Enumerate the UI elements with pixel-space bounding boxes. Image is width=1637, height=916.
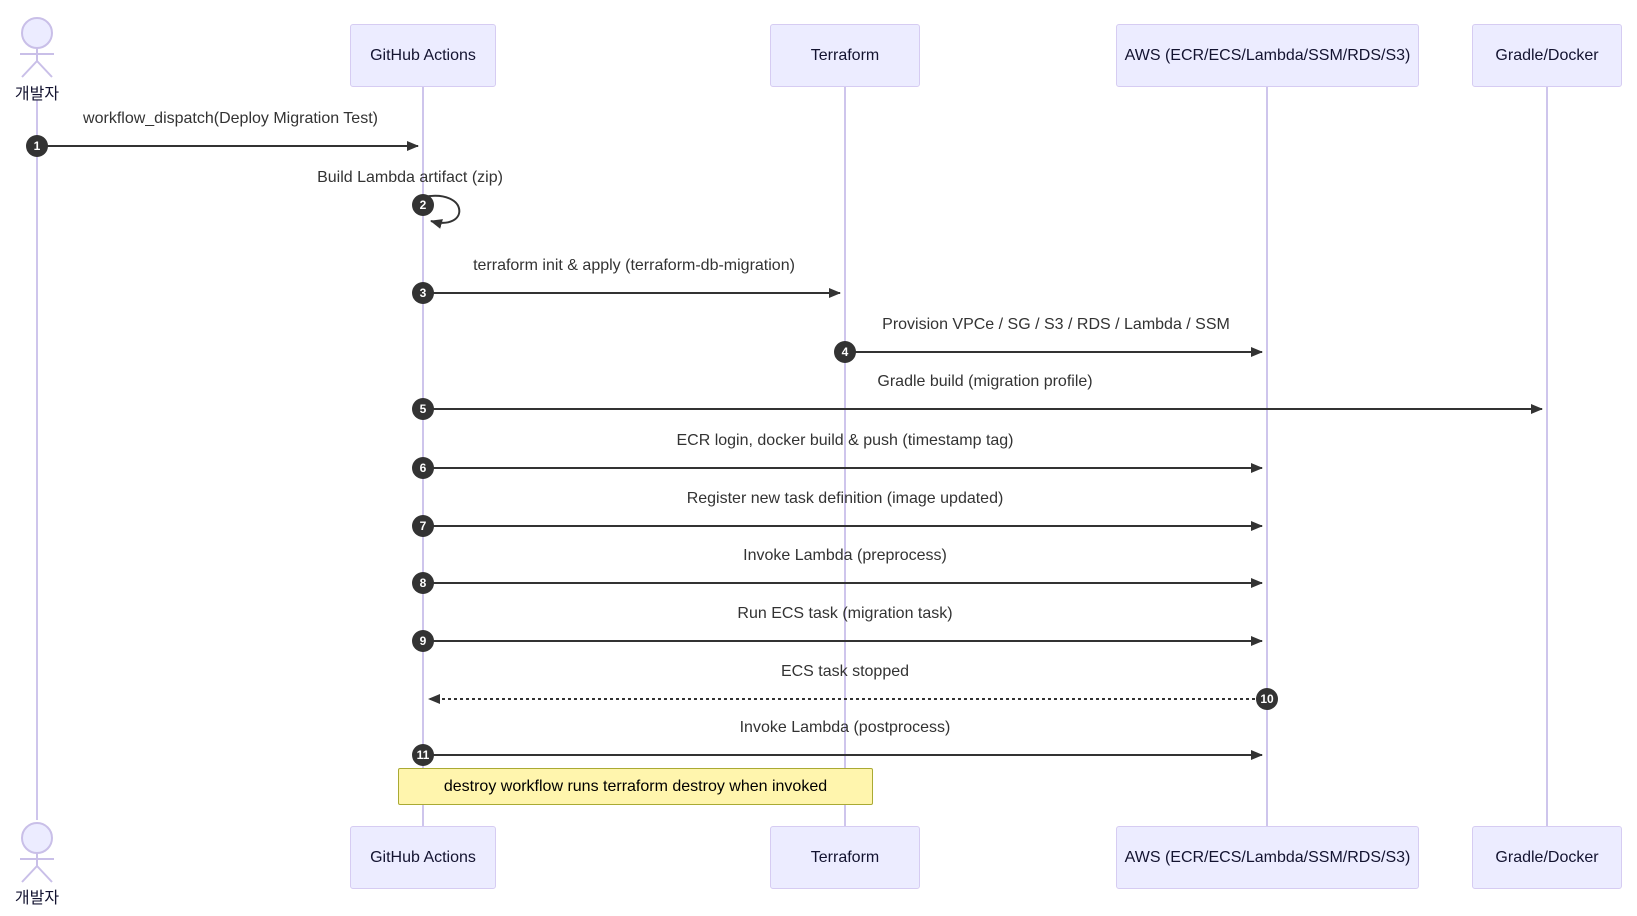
participant-top-aws: AWS (ECR/ECS/Lambda/SSM/RDS/S3) <box>1116 24 1419 87</box>
actor-label-bottom: 개발자 <box>14 890 60 907</box>
message-number-1: 1 <box>26 135 48 157</box>
message-label-2: Build Lambda artifact (zip) <box>317 169 503 186</box>
message-label-10: ECS task stopped <box>780 663 910 680</box>
message-label-6: ECR login, docker build & push (timestam… <box>676 432 1014 449</box>
participant-bottom-aws: AWS (ECR/ECS/Lambda/SSM/RDS/S3) <box>1116 826 1419 889</box>
actor-figure-top <box>20 17 54 78</box>
actor-label-top: 개발자 <box>14 86 60 103</box>
participant-label: Terraform <box>810 46 880 64</box>
lifelines <box>36 87 1548 826</box>
message-number-4: 4 <box>834 341 856 363</box>
message-label-3: terraform init & apply (terraform-db-mig… <box>473 257 795 274</box>
participant-label: Terraform <box>810 848 880 866</box>
participant-top-github-actions: GitHub Actions <box>350 24 496 87</box>
actor-figure-bottom <box>20 822 54 883</box>
message-label-7: Register new task definition (image upda… <box>686 490 1004 507</box>
message-number-10: 10 <box>1256 688 1278 710</box>
note-text: destroy workflow runs terraform destroy … <box>443 777 828 795</box>
note-box: destroy workflow runs terraform destroy … <box>398 768 873 805</box>
participant-label: AWS (ECR/ECS/Lambda/SSM/RDS/S3) <box>1124 848 1411 866</box>
participant-bottom-terraform: Terraform <box>770 826 920 889</box>
message-number-2: 2 <box>412 194 434 216</box>
participant-bottom-gradle-docker: Gradle/Docker <box>1472 826 1622 889</box>
participant-bottom-github-actions: GitHub Actions <box>350 826 496 889</box>
message-label-4: Provision VPCe / SG / S3 / RDS / Lambda … <box>882 316 1230 333</box>
arrow-2-self-loop <box>422 194 461 229</box>
message-number-6: 6 <box>412 457 434 479</box>
participant-label: GitHub Actions <box>370 848 476 866</box>
participant-label: GitHub Actions <box>370 46 476 64</box>
message-number-9: 9 <box>412 630 434 652</box>
participant-label: Gradle/Docker <box>1495 46 1599 64</box>
message-label-9: Run ECS task (migration task) <box>737 605 953 622</box>
message-number-11: 11 <box>412 744 434 766</box>
message-label-11: Invoke Lambda (postprocess) <box>739 719 951 736</box>
message-number-8: 8 <box>412 572 434 594</box>
message-arrows <box>37 141 1543 760</box>
message-number-7: 7 <box>412 515 434 537</box>
participant-label: AWS (ECR/ECS/Lambda/SSM/RDS/S3) <box>1124 46 1411 64</box>
message-number-5: 5 <box>412 398 434 420</box>
message-number-3: 3 <box>412 282 434 304</box>
message-label-8: Invoke Lambda (preprocess) <box>743 547 947 564</box>
participant-label: Gradle/Docker <box>1495 848 1599 866</box>
message-label-5: Gradle build (migration profile) <box>877 373 1093 390</box>
participant-top-gradle-docker: Gradle/Docker <box>1472 24 1622 87</box>
message-label-1: workflow_dispatch(Deploy Migration Test) <box>83 110 378 127</box>
participant-top-terraform: Terraform <box>770 24 920 87</box>
